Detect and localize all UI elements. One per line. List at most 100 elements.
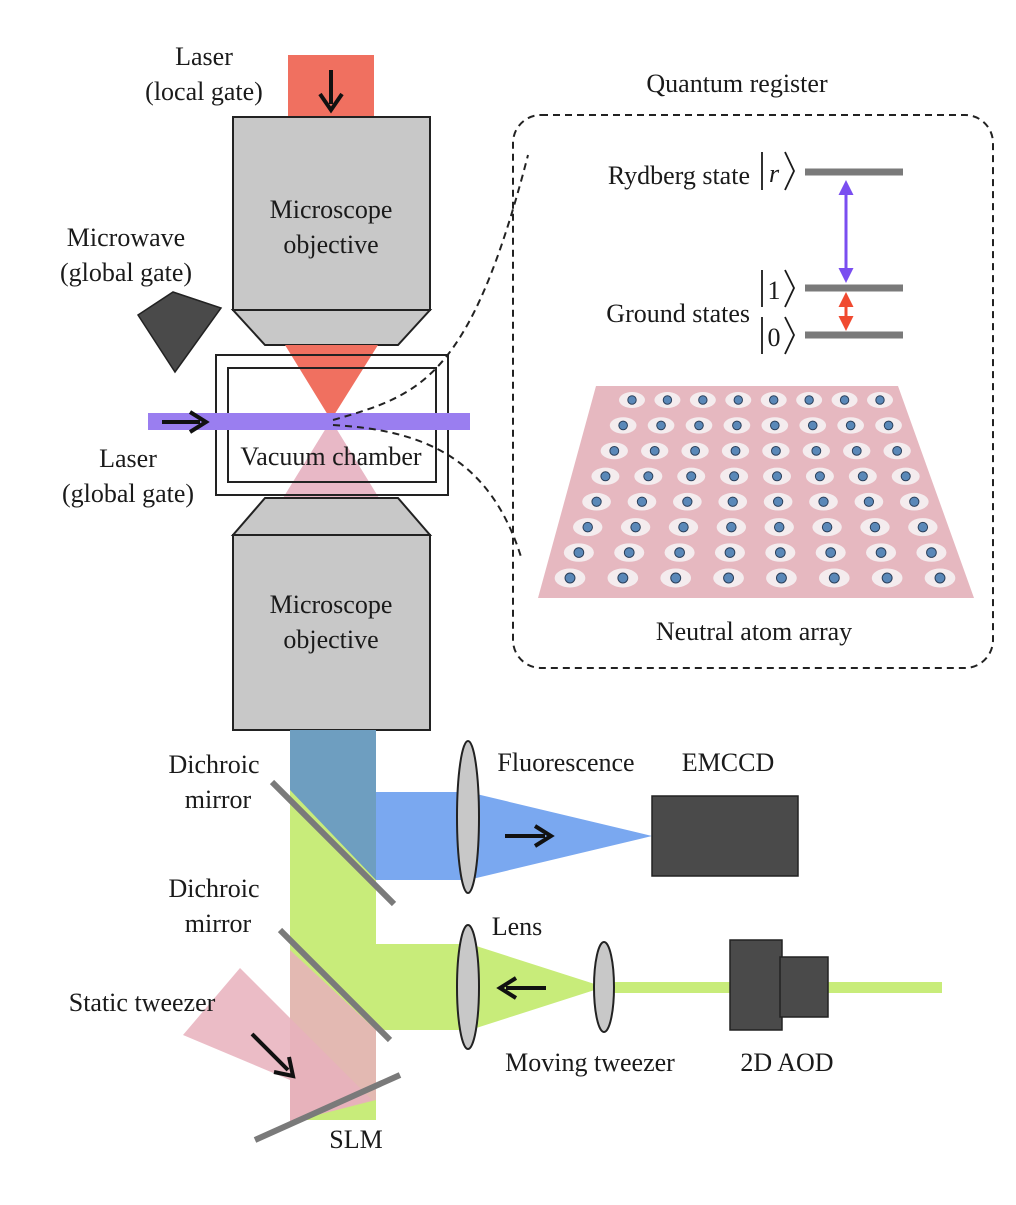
dichroic-mirror-1 bbox=[269, 779, 397, 907]
atom-site bbox=[796, 392, 823, 408]
aod-lens bbox=[593, 941, 615, 1033]
atom-site bbox=[762, 442, 790, 460]
atom-site bbox=[766, 568, 797, 588]
atom-site bbox=[582, 492, 611, 511]
local-laser-focus-cone bbox=[285, 345, 378, 420]
moving-tweezer-beam bbox=[376, 944, 470, 1030]
rydberg-state-label: Rydberg state bbox=[608, 161, 750, 190]
atom-site bbox=[765, 543, 796, 562]
right-arrow-icon bbox=[505, 824, 555, 848]
atom-site bbox=[627, 492, 657, 511]
moving-tweezer-label: Moving tweezer bbox=[505, 1048, 675, 1077]
emccd-camera bbox=[651, 795, 799, 877]
atom-site bbox=[848, 467, 877, 485]
laser-local-label-line2: (local gate) bbox=[145, 77, 263, 106]
atom-site bbox=[761, 417, 789, 434]
atom-site bbox=[619, 392, 645, 408]
atom-site bbox=[647, 417, 675, 434]
atom-site bbox=[716, 518, 747, 537]
atom-grid bbox=[554, 392, 956, 588]
atom-site bbox=[620, 518, 651, 537]
bottom-objective-nose bbox=[230, 497, 433, 536]
fluorescence-lens bbox=[456, 740, 480, 894]
atom-site bbox=[654, 392, 681, 408]
atom-site bbox=[720, 467, 749, 485]
ket-0: 0 bbox=[761, 316, 796, 355]
microwave-label-line1: Microwave bbox=[67, 223, 185, 252]
aod-front-block bbox=[779, 956, 829, 1018]
quantum-register-title: Quantum register bbox=[646, 69, 828, 98]
fluorescence-beam bbox=[376, 792, 468, 880]
atom-site bbox=[871, 568, 903, 588]
left-arrow-icon bbox=[496, 976, 546, 1000]
atom-site bbox=[721, 442, 750, 460]
ket-0-symbol: 0 bbox=[768, 323, 781, 352]
fluorescence-column bbox=[290, 730, 376, 880]
ket-r-symbol: r bbox=[769, 159, 780, 188]
atom-site bbox=[641, 442, 669, 460]
neutral-atom-array-label: Neutral atom array bbox=[656, 617, 852, 646]
atom-site bbox=[563, 543, 594, 562]
vacuum-chamber-label: Vacuum chamber bbox=[240, 442, 422, 471]
atom-site bbox=[916, 543, 947, 562]
atom-site bbox=[607, 568, 639, 588]
atom-site bbox=[875, 417, 902, 434]
atom-site bbox=[714, 543, 745, 562]
atom-site bbox=[609, 417, 637, 434]
atom-site bbox=[614, 543, 645, 562]
atom-site bbox=[725, 392, 752, 408]
emccd-label: EMCCD bbox=[682, 748, 774, 777]
ket-1-symbol: 1 bbox=[768, 276, 781, 305]
atom-site bbox=[591, 467, 620, 485]
atom-site bbox=[837, 417, 864, 434]
atom-site bbox=[600, 442, 628, 460]
atom-site bbox=[815, 543, 846, 562]
atom-site bbox=[554, 568, 586, 588]
atom-site bbox=[668, 518, 699, 537]
bottom-objective-body bbox=[232, 534, 431, 731]
atom-site bbox=[866, 543, 897, 562]
static-tweezer-label: Static tweezer bbox=[69, 988, 216, 1017]
microwave-horn-icon bbox=[136, 291, 223, 374]
aod-label: 2D AOD bbox=[740, 1048, 833, 1077]
atom-site bbox=[664, 543, 695, 562]
atom-site bbox=[854, 492, 884, 511]
atom-site bbox=[713, 568, 744, 588]
dichroic-mirror-1-label-line1: Dichroic bbox=[169, 750, 260, 779]
atom-site bbox=[760, 392, 787, 408]
slm-label: SLM bbox=[329, 1125, 382, 1154]
atom-site bbox=[883, 442, 911, 460]
lower-beam-cone bbox=[283, 420, 379, 498]
lens-label: Lens bbox=[492, 912, 543, 941]
dichroic-mirror-1-label-line2: mirror bbox=[185, 785, 252, 814]
ground-states-label: Ground states bbox=[606, 299, 750, 328]
microscope-top-label-line2: objective bbox=[283, 230, 378, 259]
atom-site bbox=[805, 467, 834, 485]
atom-site bbox=[831, 392, 858, 408]
atom-site bbox=[673, 492, 702, 511]
zoom-connector-bottom bbox=[332, 424, 523, 561]
atom-site bbox=[677, 467, 706, 485]
microwave-label-line2: (global gate) bbox=[60, 258, 192, 287]
atom-site bbox=[812, 518, 842, 537]
atom-site bbox=[924, 568, 956, 588]
microscope-bottom-label-line2: objective bbox=[283, 625, 378, 654]
atom-array-plane bbox=[538, 386, 974, 598]
atom-site bbox=[723, 417, 751, 434]
dichroic-mirror-2-label-line2: mirror bbox=[185, 909, 252, 938]
atom-site bbox=[908, 518, 938, 537]
down-arrow-icon bbox=[318, 70, 344, 114]
atom-site bbox=[573, 518, 603, 537]
dichroic-mirror-2 bbox=[277, 927, 393, 1043]
laser-local-label-line1: Laser bbox=[175, 42, 233, 71]
tweezer-column-overlap bbox=[290, 950, 376, 1122]
atom-site bbox=[718, 492, 748, 511]
atom-site bbox=[689, 392, 716, 408]
microscope-top-label-line1: Microscope bbox=[270, 195, 393, 224]
atom-site bbox=[799, 417, 827, 434]
atom-site bbox=[763, 467, 792, 485]
atom-site bbox=[685, 417, 713, 434]
atom-site bbox=[681, 442, 709, 460]
